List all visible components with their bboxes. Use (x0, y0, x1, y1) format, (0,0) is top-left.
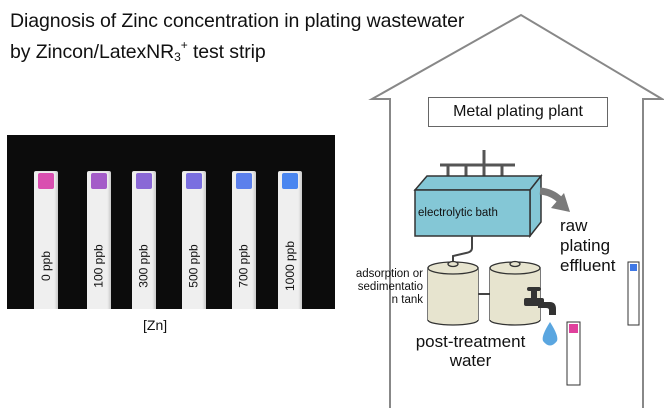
electrolytic-bath (413, 173, 543, 239)
test-strip: 700 ppb (232, 171, 256, 309)
title-superscript: + (180, 38, 188, 52)
strip-color-pad (236, 173, 252, 189)
test-strip: 500 ppb (182, 171, 206, 309)
bath-to-tank-pipe (452, 236, 473, 262)
adsorption-label-line: sedimentatio (357, 281, 423, 293)
test-strip: 100 ppb (87, 171, 111, 309)
faucet-icon (524, 287, 556, 315)
test-strip: 1000 ppb (278, 171, 302, 309)
strip-color-pad (91, 173, 107, 189)
test-strip: 0 ppb (34, 171, 58, 309)
post-treatment-label: post-treatment water (398, 332, 543, 370)
test-strip: 300 ppb (132, 171, 156, 309)
test-strip-photo: 0 ppb 100 ppb 300 ppb 500 ppb 700 ppb 1000 pp… (7, 135, 335, 309)
title-line-2-prefix: by Zincon/LatexNR (10, 41, 175, 63)
title-line-2-suffix: test strip (187, 41, 266, 63)
title-line-2: by Zincon/LatexNR3+ test strip (10, 38, 266, 64)
strip-color-pad (38, 173, 54, 189)
post-label-line: post-treatment (415, 332, 526, 351)
raw-effluent-label: raw plating effluent (560, 216, 615, 276)
water-drop-icon (542, 322, 558, 346)
effluent-arrow (539, 187, 563, 203)
zn-axis-label: [Zn] (143, 317, 168, 333)
adsorption-tank-left (427, 260, 479, 326)
raw-label-line: plating (560, 236, 611, 255)
adsorption-label-line: n tank (391, 294, 423, 306)
title-line-1: Diagnosis of Zinc concentration in plati… (10, 10, 465, 32)
adsorption-label-line: adsorption or (355, 268, 423, 280)
strip-color-pad (136, 173, 152, 189)
raw-label-line: effluent (560, 256, 616, 275)
raw-label-line: raw (560, 216, 588, 235)
raw-effluent-test-strip (627, 261, 640, 326)
bath-label: electrolytic bath (418, 207, 498, 219)
plant-label: Metal plating plant (428, 97, 608, 127)
strip-color-pad (282, 173, 298, 189)
adsorption-tank-label: adsorption or sedimentatio n tank (338, 268, 423, 307)
post-treatment-test-strip (566, 321, 581, 386)
effluent-arrowhead (551, 193, 570, 212)
post-label-line: water (449, 351, 492, 370)
title-subscript: 3 (174, 50, 181, 64)
house-outline (368, 13, 664, 408)
strip-color-pad (186, 173, 202, 189)
